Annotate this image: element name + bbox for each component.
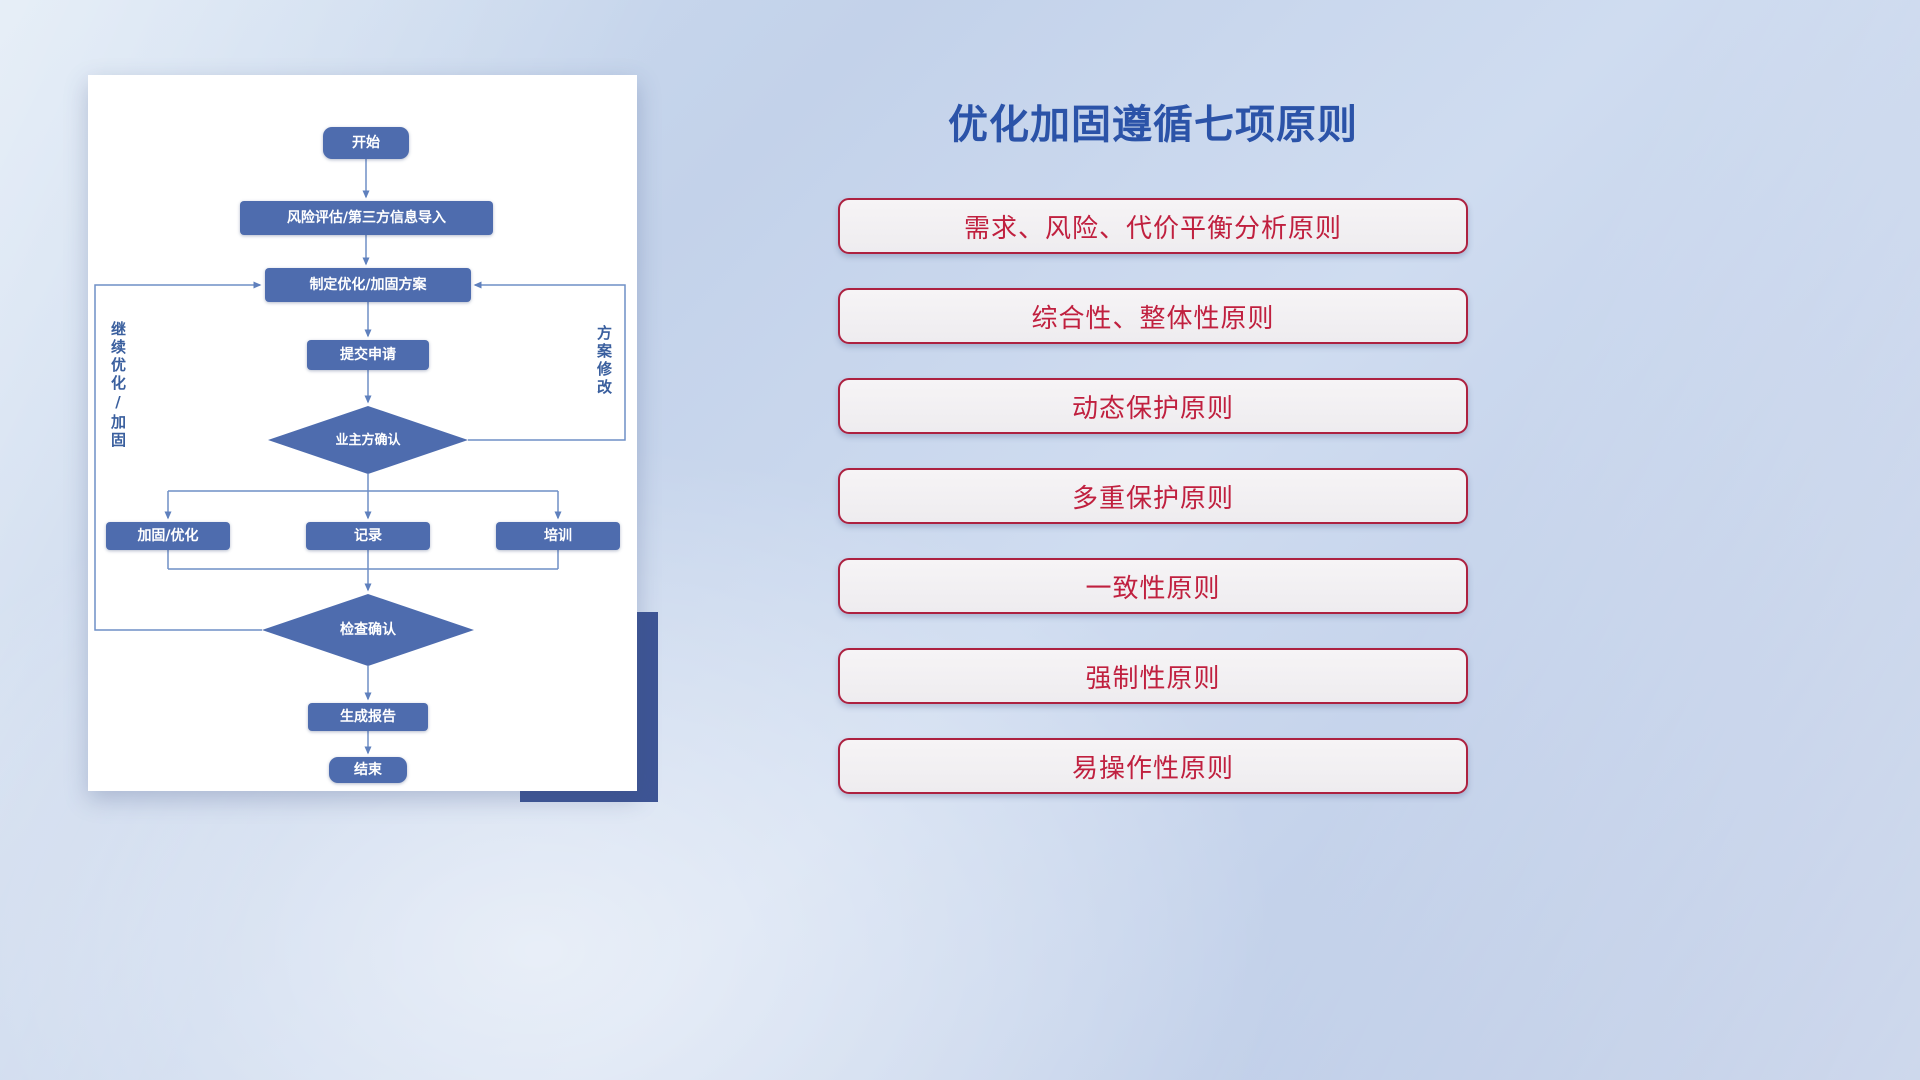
flow-node-harden: 加固/优化 [106,522,230,550]
principles-panel: 优化加固遵循七项原则 需求、风险、代价平衡分析原则 综合性、整体性原则 动态保护… [838,92,1468,828]
principle-label: 一致性原则 [1085,573,1221,604]
principle-pill-1: 需求、风险、代价平衡分析原则 [838,198,1468,254]
principle-label: 易操作性原则 [1071,753,1234,784]
principle-label: 动态保护原则 [1071,393,1234,424]
principle-label: 综合性、整体性原则 [1031,303,1275,334]
flow-node-risk-import: 风险评估/第三方信息导入 [240,201,493,235]
flow-node-training: 培训 [496,522,620,550]
flow-node-start: 开始 [323,127,409,159]
flow-node-end: 结束 [329,757,407,783]
flowchart-card: 开始 风险评估/第三方信息导入 制定优化/加固方案 提交申请 业主方确认 加固/… [88,75,637,791]
principle-label: 强制性原则 [1085,663,1221,694]
flow-connectors [94,159,626,755]
principle-pill-2: 综合性、整体性原则 [838,288,1468,344]
loop-label-continue-optimize: 继续优化/加固 [109,321,127,450]
panel-title: 优化加固遵循七项原则 [948,102,1358,148]
flow-node-submit: 提交申请 [307,340,429,370]
principle-pill-7: 易操作性原则 [838,738,1468,794]
principle-label: 多重保护原则 [1071,483,1234,514]
principle-pill-4: 多重保护原则 [838,468,1468,524]
principle-pill-3: 动态保护原则 [838,378,1468,434]
flow-node-make-plan: 制定优化/加固方案 [265,268,471,302]
flow-node-owner-confirm: 业主方确认 [268,406,468,474]
principle-pill-6: 强制性原则 [838,648,1468,704]
flow-node-record: 记录 [306,522,430,550]
flow-node-check-confirm: 检查确认 [262,594,474,666]
principle-pill-5: 一致性原则 [838,558,1468,614]
loop-label-plan-modify: 方案修改 [595,325,613,397]
principle-label: 需求、风险、代价平衡分析原则 [963,213,1342,244]
flow-node-report: 生成报告 [308,703,428,731]
